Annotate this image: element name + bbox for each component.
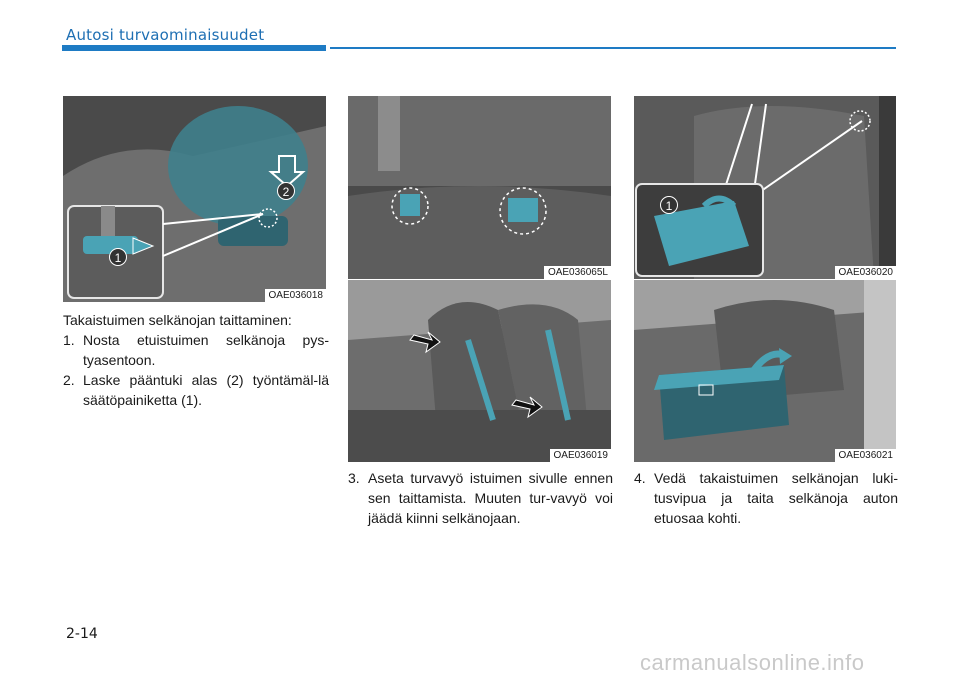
figure-rear-seat-belts: OAE036019: [348, 280, 611, 462]
header-rule-thin: [330, 47, 896, 49]
callout-badge-2: 2: [277, 182, 295, 200]
step-number: 3.: [348, 470, 360, 486]
step-text: Aseta turvavyö istuimen sivulle ennen se…: [368, 470, 613, 526]
instructions-left: Takaistuimen selkänojan taittaminen: 1. …: [63, 310, 329, 410]
item-text: Laske pääntuki alas (2) työntämäl-lä sää…: [83, 372, 329, 408]
figure-code: OAE036018: [264, 289, 326, 302]
instructions-middle: 3. Aseta turvavyö istuimen sivulle ennen…: [348, 468, 613, 528]
step-text: Vedä takaistuimen selkänojan luki-tusvip…: [654, 470, 898, 526]
figure-lock-lever: 1 OAE036020: [634, 96, 896, 279]
header-rule-thick: [62, 45, 326, 51]
figure-code: OAE036065L: [543, 266, 611, 279]
list-item: 3. Aseta turvavyö istuimen sivulle ennen…: [348, 468, 613, 528]
figure-folded-seatback: OAE036021: [634, 280, 896, 462]
figure-code: OAE036020: [834, 266, 896, 279]
figure-headrest: 2 1 OAE036018: [63, 96, 326, 302]
figure-code: OAE036021: [834, 449, 896, 462]
list-item: 1. Nosta etuistuimen selkänoja pys-tyase…: [63, 330, 329, 370]
callout-badge-1: 1: [109, 248, 127, 266]
item-number: 1.: [63, 332, 75, 348]
figure-code: OAE036019: [549, 449, 611, 462]
step-number: 4.: [634, 470, 646, 486]
item-text: Nosta etuistuimen selkänoja pys-tyasento…: [83, 332, 329, 368]
list-item: 4. Vedä takaistuimen selkänojan luki-tus…: [634, 468, 898, 528]
watermark: carmanualsonline.info: [640, 650, 865, 675]
instructions-right: 4. Vedä takaistuimen selkänojan luki-tus…: [634, 468, 898, 528]
callout-badge-1: 1: [660, 196, 678, 214]
item-number: 2.: [63, 372, 75, 388]
instructions-heading: Takaistuimen selkänojan taittaminen:: [63, 312, 292, 328]
figure-seatbelt-guides: OAE036065L: [348, 96, 611, 279]
section-title: Autosi turvaominaisuudet: [66, 26, 265, 44]
page-number: 2-14: [66, 626, 98, 642]
list-item: 2. Laske pääntuki alas (2) työntämäl-lä …: [63, 370, 329, 410]
